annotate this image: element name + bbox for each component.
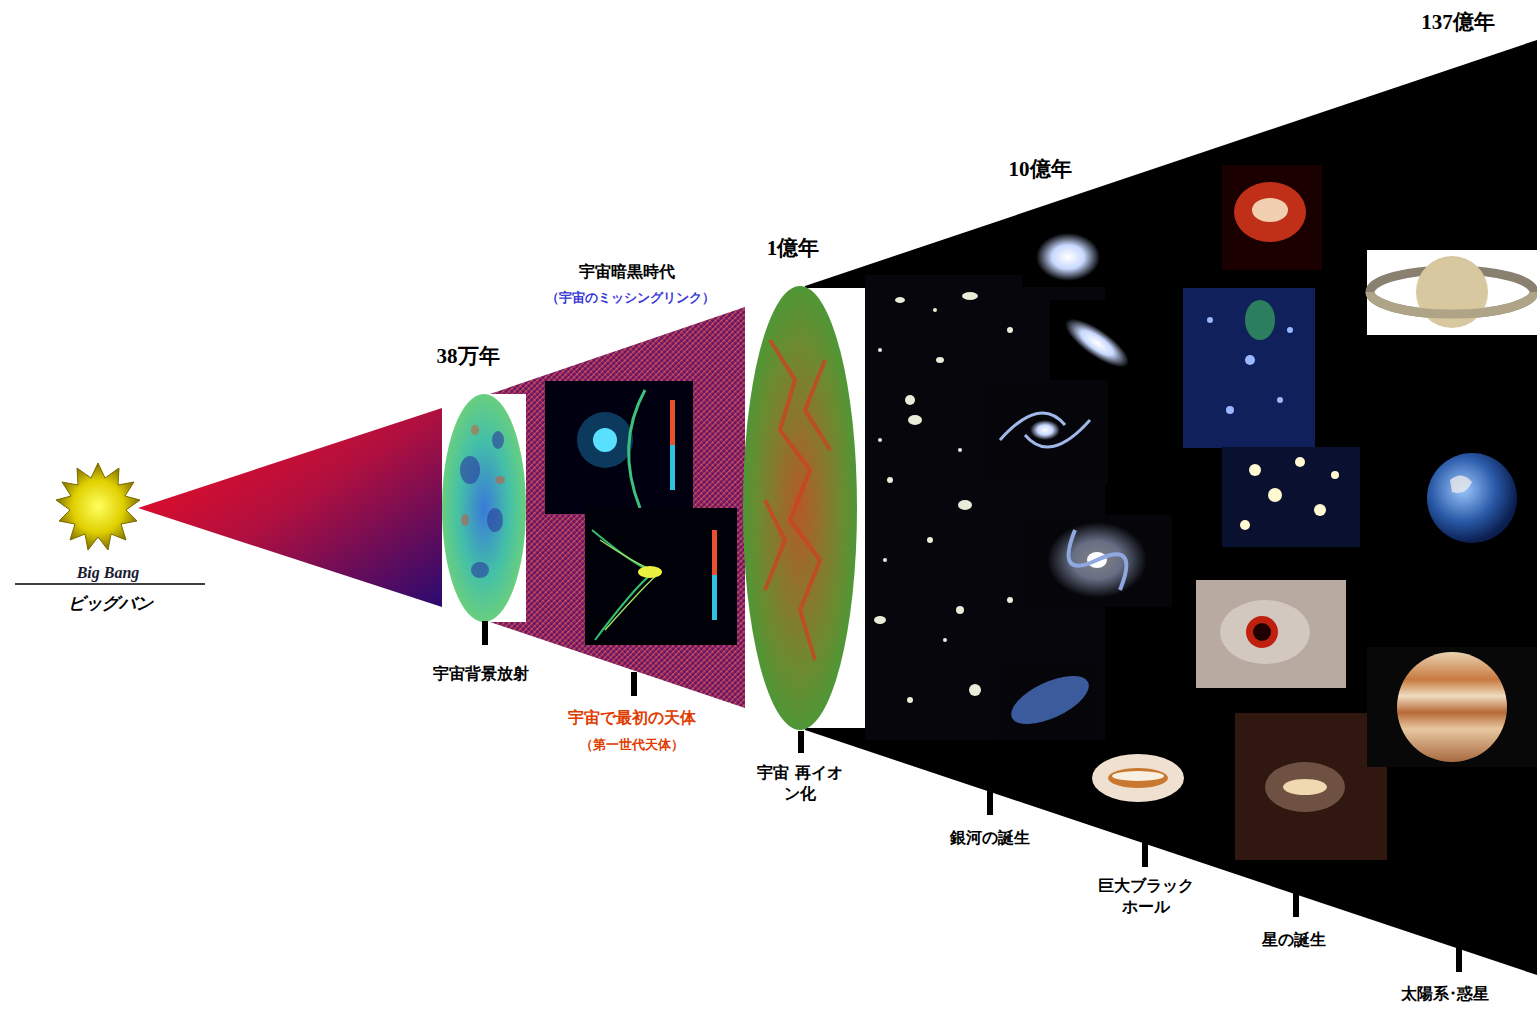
nebula-image	[1234, 182, 1306, 242]
galaxy-image	[1004, 666, 1095, 734]
simulation-image	[545, 381, 693, 514]
cmb-map	[442, 394, 526, 622]
stage-label: 星の誕生	[1262, 930, 1326, 951]
origin-label: ビッグバン	[68, 592, 153, 615]
earth-image	[1427, 453, 1517, 543]
time-label: 137億年	[1421, 8, 1495, 36]
origin-label: Big Bang	[77, 564, 140, 582]
galaxy-image	[1036, 233, 1100, 281]
galaxy-image	[1058, 311, 1135, 376]
pleiades-image	[1222, 447, 1360, 547]
saturn-image	[1367, 250, 1537, 335]
jupiter-image	[1397, 652, 1507, 762]
early-cone	[138, 408, 442, 607]
star-birth-image	[1235, 713, 1387, 860]
black-hole-image	[1196, 580, 1346, 688]
time-label: 10億年	[1009, 155, 1072, 183]
galaxy-image	[1000, 413, 1090, 447]
stage-label: 宇宙で最初の天体	[568, 708, 696, 729]
era-note: （宇宙のミッシングリンク）	[546, 289, 715, 307]
big-bang-star	[56, 463, 140, 550]
stage-label: 巨大ブラック ホール	[1093, 876, 1199, 918]
time-label: 1億年	[767, 234, 820, 262]
stage-label: 太陽系･惑星	[1401, 984, 1489, 1005]
late-universe-wedge	[805, 40, 1537, 975]
tick-marks	[482, 621, 1462, 972]
underline	[15, 583, 205, 585]
era-label: 宇宙暗黒時代	[579, 262, 675, 283]
disk-image	[1092, 754, 1184, 802]
stage-note: （第一世代天体）	[580, 736, 684, 754]
simulation-image	[585, 508, 737, 645]
dark-ages-wedge	[490, 307, 745, 708]
star-cluster-image	[1183, 288, 1315, 448]
time-label: 38万年	[437, 342, 500, 370]
galaxy-image	[1047, 522, 1147, 598]
reionization-map	[743, 286, 857, 730]
stage-label: 宇宙 再イオン化	[755, 763, 845, 805]
stage-label: 銀河の誕生	[950, 828, 1030, 849]
stage-label: 宇宙背景放射	[433, 664, 529, 685]
